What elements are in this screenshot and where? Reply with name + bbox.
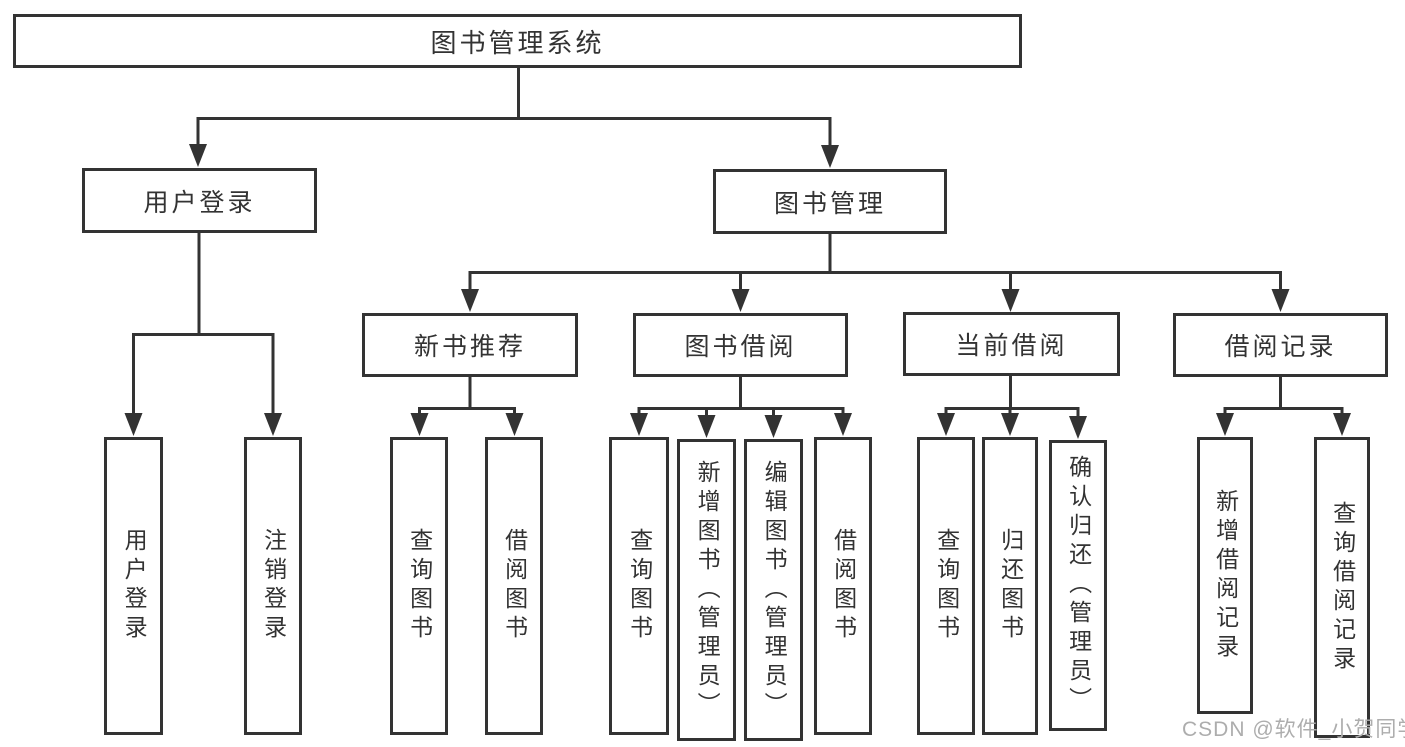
arrowhead bbox=[461, 289, 479, 312]
arrowhead bbox=[764, 415, 783, 438]
arrowhead bbox=[264, 413, 282, 436]
node-new-book-rec: 新书推荐 bbox=[362, 313, 578, 377]
arrowhead bbox=[731, 289, 750, 312]
leaf-edit-books-admin: 编辑图书（管理员） bbox=[744, 439, 803, 741]
leaf-query-borrow-record: 查询借阅记录 bbox=[1314, 437, 1370, 738]
arrowhead bbox=[1333, 413, 1351, 436]
leaf-rec-query-books: 查询图书 bbox=[390, 437, 448, 735]
leaf-rec-borrow-books-label: 借阅图书 bbox=[501, 528, 528, 644]
node-borrow-records: 借阅记录 bbox=[1173, 313, 1388, 377]
arrowhead bbox=[834, 413, 852, 436]
connector-root-children bbox=[189, 66, 839, 168]
connector-user-login-children bbox=[124, 231, 282, 436]
leaf-borrow-query-books: 查询图书 bbox=[609, 437, 669, 735]
leaf-return-books: 归还图书 bbox=[982, 437, 1038, 735]
node-book-mgmt-label: 图书管理 bbox=[773, 189, 886, 218]
leaf-borrow-borrow-books: 借阅图书 bbox=[814, 437, 872, 735]
arrowhead bbox=[505, 413, 524, 436]
node-user-login: 用户登录 bbox=[82, 168, 317, 233]
leaf-logout-label: 注销登录 bbox=[260, 528, 287, 644]
node-new-book-rec-label: 新书推荐 bbox=[413, 333, 526, 361]
arrowhead bbox=[1001, 289, 1020, 312]
arrowhead bbox=[697, 415, 716, 438]
arrowhead bbox=[1001, 413, 1019, 436]
leaf-borrow-borrow-books-label: 借阅图书 bbox=[830, 528, 857, 644]
leaf-add-books-admin: 新增图书（管理员） bbox=[677, 439, 736, 741]
connector-current-borrow-children bbox=[937, 375, 1087, 439]
node-root-label: 图书管理系统 bbox=[430, 27, 605, 58]
leaf-rec-query-books-label: 查询图书 bbox=[406, 528, 433, 644]
arrowhead bbox=[189, 144, 207, 167]
wire bbox=[196, 66, 832, 150]
node-borrow-records-label: 借阅记录 bbox=[1224, 333, 1337, 361]
leaf-user-login-label: 用户登录 bbox=[121, 528, 148, 644]
leaf-query-borrow-record-label: 查询借阅记录 bbox=[1329, 500, 1356, 675]
leaf-confirm-return-admin-label: 确认归还（管理员） bbox=[1065, 455, 1092, 716]
node-book-borrow-label: 图书借阅 bbox=[684, 333, 797, 361]
arrowhead bbox=[937, 413, 955, 436]
arrowhead bbox=[630, 413, 648, 436]
wire bbox=[944, 375, 1080, 417]
leaf-borrow-query-books-label: 查询图书 bbox=[626, 528, 653, 644]
leaf-current-query-books-label: 查询图书 bbox=[933, 528, 960, 644]
wire bbox=[637, 375, 845, 417]
arrowhead bbox=[1271, 289, 1290, 312]
arrowhead bbox=[1216, 413, 1234, 436]
csdn-watermark: CSDN @软件_小贺同学 bbox=[1182, 718, 1405, 741]
node-user-login-label: 用户登录 bbox=[143, 188, 256, 217]
leaf-confirm-return-admin: 确认归还（管理员） bbox=[1049, 440, 1107, 731]
connector-book-mgmt-children bbox=[461, 232, 1290, 312]
wire bbox=[132, 231, 275, 417]
leaf-return-books-label: 归还图书 bbox=[997, 528, 1024, 644]
node-book-mgmt: 图书管理 bbox=[713, 169, 947, 234]
connector-new-book-rec-children bbox=[410, 375, 524, 436]
node-current-borrow: 当前借阅 bbox=[903, 312, 1120, 376]
arrowhead bbox=[410, 413, 429, 436]
node-book-borrow: 图书借阅 bbox=[633, 313, 848, 377]
arrowhead bbox=[1069, 416, 1087, 439]
leaf-add-borrow-record: 新增借阅记录 bbox=[1197, 437, 1253, 714]
connector-book-borrow-children bbox=[630, 375, 852, 438]
arrowhead bbox=[124, 413, 143, 436]
node-root: 图书管理系统 bbox=[13, 14, 1022, 68]
leaf-logout: 注销登录 bbox=[244, 437, 302, 735]
leaf-edit-books-admin-label: 编辑图书（管理员） bbox=[761, 459, 788, 721]
wire bbox=[418, 375, 516, 416]
leaf-add-borrow-record-label: 新增借阅记录 bbox=[1212, 488, 1239, 663]
connector-borrow-records-children bbox=[1216, 375, 1351, 436]
leaf-rec-borrow-books: 借阅图书 bbox=[485, 437, 543, 735]
leaf-add-books-admin-label: 新增图书（管理员） bbox=[694, 459, 721, 721]
leaf-current-query-books: 查询图书 bbox=[917, 437, 975, 735]
node-current-borrow-label: 当前借阅 bbox=[955, 332, 1068, 360]
wire bbox=[1223, 375, 1344, 416]
wire bbox=[468, 232, 1282, 292]
leaf-user-login: 用户登录 bbox=[104, 437, 163, 735]
arrowhead bbox=[821, 145, 839, 168]
